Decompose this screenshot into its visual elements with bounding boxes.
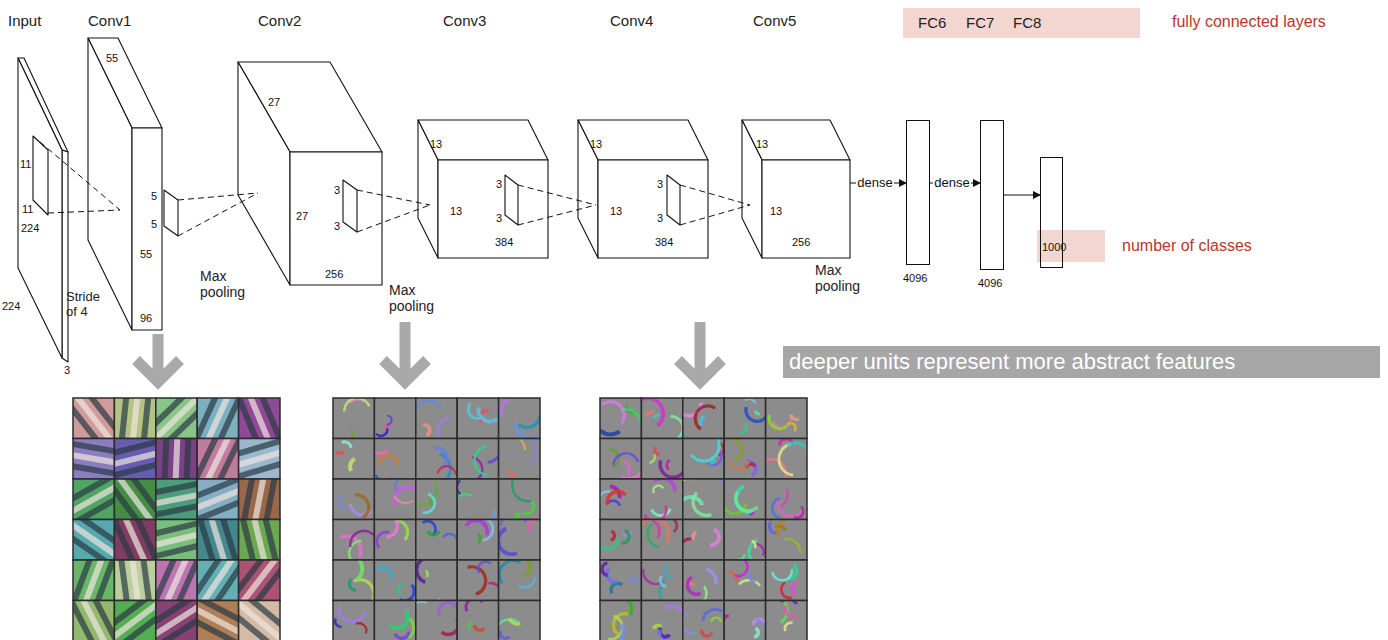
edge-label: dense: [856, 176, 893, 191]
layer-name: Conv4: [610, 12, 653, 29]
dimension-number: 11: [20, 158, 31, 171]
down-arrow: [136, 334, 180, 382]
unit-count: 4096: [903, 272, 927, 285]
dense-layer: 4096: [906, 120, 930, 265]
filter-grid: [333, 398, 547, 640]
dimension-number: 55: [106, 52, 118, 65]
edge-label: dense: [933, 176, 970, 191]
annotation: number of classes: [1122, 237, 1252, 255]
input-slab: [18, 58, 62, 358]
dimension-number: 27: [268, 96, 280, 109]
layer-name: FC7: [966, 14, 994, 31]
annotation: fully connected layers: [1172, 13, 1326, 31]
dimension-number: 27: [296, 210, 308, 223]
pooling-note: Max pooling: [815, 262, 871, 294]
receptive-field-line: [680, 205, 750, 225]
receptive-field-line: [518, 205, 596, 225]
layer-name: Conv5: [753, 12, 796, 29]
receptive-field-line: [357, 205, 430, 232]
conv-box: [88, 38, 132, 330]
dimension-number: 55: [140, 248, 152, 261]
dimension-number: 5: [151, 218, 157, 231]
dimension-number: 13: [590, 138, 602, 151]
conv-box: [290, 152, 382, 285]
receptive-field-line: [178, 193, 258, 200]
dimension-number: 13: [430, 138, 442, 151]
pooling-note: Max pooling: [389, 282, 445, 314]
dimension-number: 224: [21, 222, 39, 235]
filter-grid: [595, 398, 811, 640]
stride-note: Stride of 4: [66, 290, 110, 320]
dense-arrow: [1004, 194, 1040, 195]
receptive-field-line: [518, 185, 596, 205]
dimension-number: 384: [655, 236, 673, 249]
dimension-number: 3: [657, 212, 663, 225]
receptive-field-line: [48, 210, 120, 213]
dimension-number: 3: [64, 364, 70, 377]
conv-box: [578, 120, 708, 160]
dimension-number: 224: [2, 300, 20, 313]
conv-box: [418, 120, 548, 160]
kernel-box: [667, 175, 680, 225]
conv-box: [598, 160, 708, 258]
dimension-number: 11: [22, 203, 33, 216]
layer-name: Input: [8, 12, 41, 29]
note-text: deeper units represent more abstract fea…: [789, 349, 1235, 374]
dimension-number: 256: [792, 236, 810, 249]
dimension-number: 384: [495, 236, 513, 249]
dimension-number: 3: [496, 178, 502, 191]
output-layer: 1000: [1040, 157, 1063, 268]
receptive-field-line: [357, 190, 430, 205]
conv-layer: 13 13 256: [742, 120, 850, 258]
layer-name: Conv2: [258, 12, 301, 29]
dimension-number: 3: [657, 178, 663, 191]
dimension-number: 13: [756, 138, 768, 151]
dimension-number: 5: [151, 190, 157, 203]
input-slab: [62, 150, 68, 362]
highlight-patch: [1037, 230, 1105, 262]
kernel-box: [33, 136, 48, 215]
note-band: deeper units represent more abstract fea…: [783, 346, 1380, 378]
conv-box: [438, 160, 548, 258]
layer-name: Conv1: [88, 12, 131, 29]
class-count: 1000: [1042, 241, 1066, 254]
dimension-number: 3: [496, 212, 502, 225]
layer-name: FC8: [1013, 14, 1041, 31]
filter-grid: [52, 377, 300, 640]
dimension-number: 3: [334, 184, 340, 197]
dense-layer: 4096: [980, 120, 1004, 270]
dimension-number: 256: [325, 268, 343, 281]
kernel-box: [505, 175, 518, 225]
receptive-field-line: [40, 142, 120, 210]
receptive-field-line: [680, 185, 750, 205]
dimension-number: 13: [450, 205, 462, 218]
conv-box: [132, 128, 162, 330]
kernel-box: [164, 190, 178, 236]
receptive-field-line: [178, 193, 258, 236]
layer-name: FC6: [918, 14, 946, 31]
dimension-number: 96: [140, 312, 152, 325]
down-arrow: [678, 322, 722, 382]
pooling-note: Max pooling: [200, 268, 256, 300]
kernel-box: [343, 180, 357, 232]
dimension-number: 3: [334, 220, 340, 233]
conv-box: [238, 62, 290, 285]
down-arrow: [383, 322, 427, 382]
dimension-number: 13: [770, 205, 782, 218]
layer-group-band: FC6 FC7 FC8: [903, 8, 1140, 38]
unit-count: 4096: [978, 277, 1002, 290]
dimension-number: 13: [610, 205, 622, 218]
layer-name: Conv3: [443, 12, 486, 29]
conv-box: [762, 160, 850, 258]
